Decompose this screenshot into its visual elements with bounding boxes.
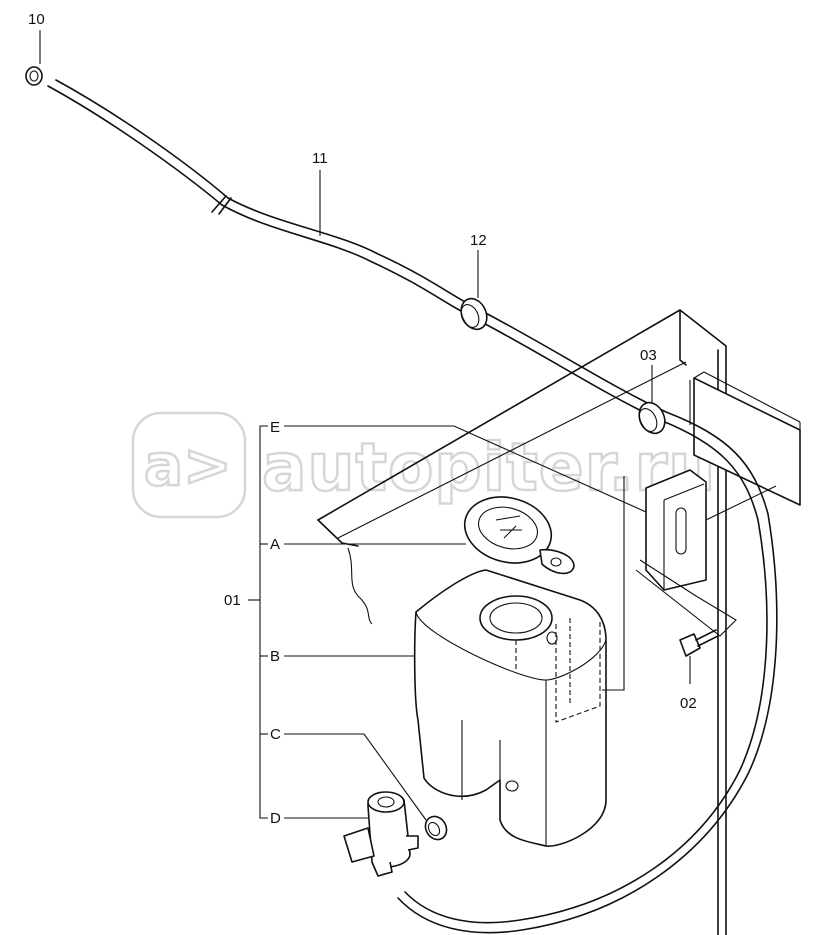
- part-d-pump: [343, 791, 419, 877]
- callout-12: 12: [470, 232, 487, 249]
- callout-02: 02: [680, 695, 697, 712]
- tank-bracket: [635, 469, 777, 637]
- callout-01: 01: [224, 592, 241, 609]
- item-03-grommet: [638, 365, 666, 435]
- part-c-grommet: [424, 815, 448, 841]
- callout-b: B: [270, 648, 280, 665]
- callout-d: D: [270, 810, 281, 827]
- callout-10: 10: [28, 11, 45, 28]
- callout-a: A: [270, 536, 280, 553]
- washer-hose: [47, 79, 778, 934]
- item-02-bolt: [679, 629, 719, 684]
- item-12-grommet: [460, 250, 488, 331]
- group-01-leaders: [248, 425, 647, 821]
- callout-11: 11: [312, 150, 328, 167]
- watermark: a> autopiter.ru: [131, 411, 717, 519]
- part-a-cap: [463, 496, 575, 575]
- item-10-clip: [25, 30, 43, 86]
- callout-labels: 10 11 12 03 02 01 E A B C D: [28, 11, 697, 827]
- watermark-logo-box: [131, 411, 247, 519]
- callout-03: 03: [640, 347, 657, 364]
- callout-c: C: [270, 726, 281, 743]
- part-b-tank: [413, 476, 625, 847]
- watermark-logo-glyph: a>: [144, 431, 232, 499]
- body-panel: [317, 309, 801, 935]
- callout-e: E: [270, 419, 280, 436]
